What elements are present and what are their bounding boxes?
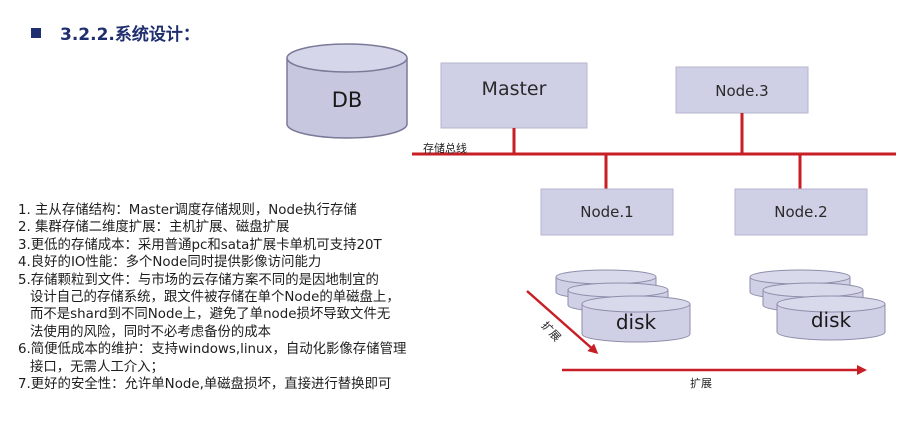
page-title: 3.2.2.系统设计： xyxy=(60,25,200,45)
disk xyxy=(776,295,886,341)
disk-stack-node1: disk xyxy=(555,269,691,343)
node3-box: Node.3 xyxy=(675,66,809,114)
master-box: Master xyxy=(440,62,588,129)
list-item-continuation: 设计自己的存储系统，跟文件被存储在单个Node的单磁盘上， xyxy=(30,290,400,306)
list-item-continuation: 接口，无需人工介入； xyxy=(30,359,164,375)
list-item-continuation: 而不是shard到不同Node上，避免了单node损坏导致文件无 xyxy=(30,307,391,323)
storage-bus xyxy=(412,113,896,189)
master-label: Master xyxy=(482,78,547,100)
node2-box: Node.2 xyxy=(734,188,868,236)
disk-label: disk xyxy=(616,310,657,334)
diagonal-expand-arrow xyxy=(526,290,599,354)
list-item: 2. 集群存储二维度扩展：主机扩展、磁盘扩展 xyxy=(18,220,290,236)
disk-stack-node2: disk xyxy=(749,269,886,341)
list-item-continuation: 法使用的风险，同时不必考虑备份的成本 xyxy=(30,324,272,340)
list-item: 1. 主从存储结构：Master调度存储规则，Node执行存储 xyxy=(18,203,357,218)
title-bullet xyxy=(31,28,41,38)
db-cylinder: DB xyxy=(286,43,408,139)
list-item: 3.更低的存储成本：采用普通pc和sata扩展卡单机可支持20T xyxy=(18,237,382,253)
node1-box: Node.1 xyxy=(540,188,674,236)
list-item: 4.良好的IO性能：多个Node同时提供影像访问能力 xyxy=(18,255,322,271)
node3-label: Node.3 xyxy=(715,82,768,100)
list-item: 5.存储颗粒到文件：与市场的云存储方案不同的是因地制宜的 xyxy=(18,272,379,288)
list-item: 7.更好的安全性：允许单Node,单磁盘损坏，直接进行替换即可 xyxy=(18,377,392,393)
disk-label: disk xyxy=(811,308,852,332)
feature-list: 1. 主从存储结构：Master调度存储规则，Node执行存储 2. 集群存储二… xyxy=(18,202,518,393)
diagonal-expand-label: 扩展 xyxy=(539,318,564,344)
db-label: DB xyxy=(332,88,363,112)
node2-label: Node.2 xyxy=(774,203,827,221)
horizontal-expand-label: 扩展 xyxy=(690,376,712,390)
disk xyxy=(581,295,691,343)
bus-label: 存储总线 xyxy=(423,141,467,155)
node1-label: Node.1 xyxy=(580,203,633,221)
list-item: 6.简便低成本的维护：支持windows,linux，自动化影像存储管理 xyxy=(18,342,407,358)
